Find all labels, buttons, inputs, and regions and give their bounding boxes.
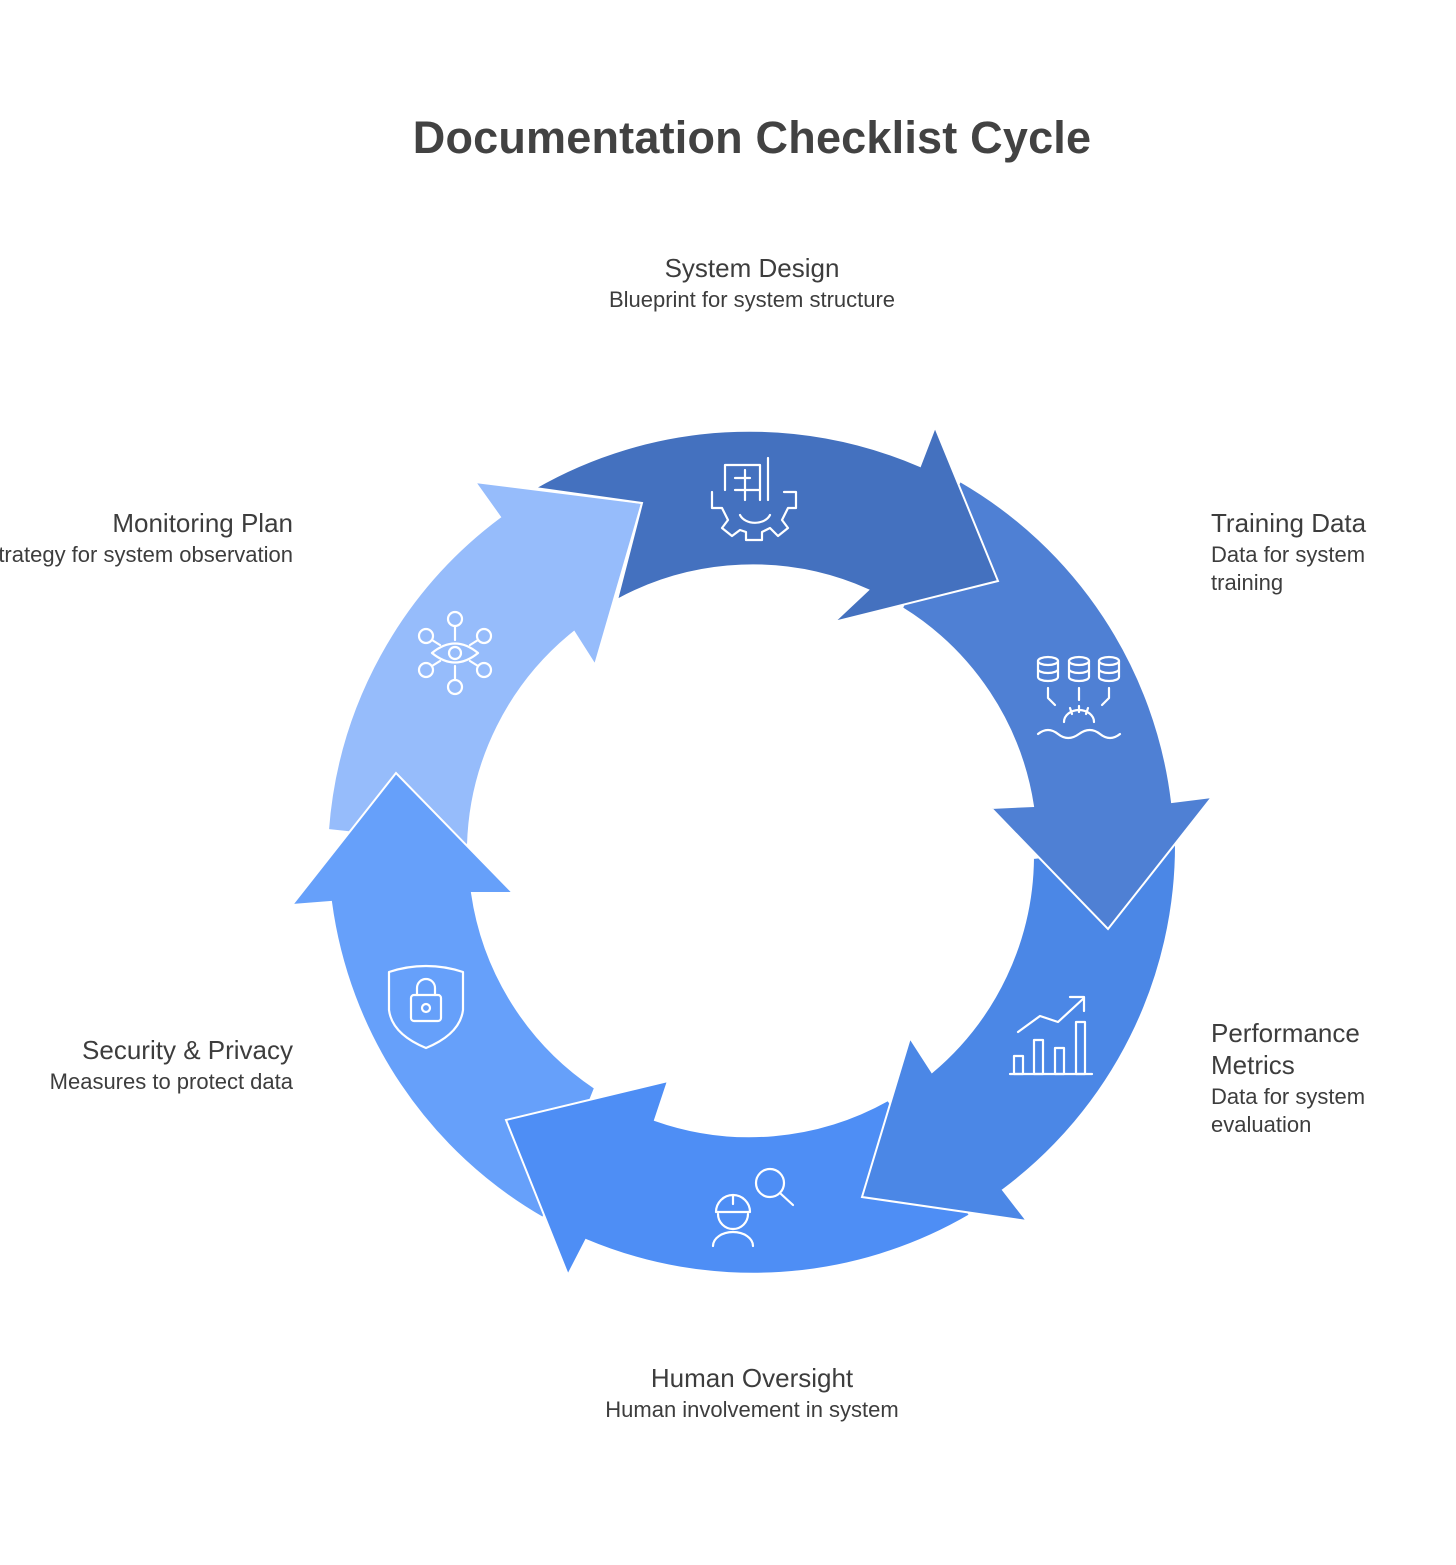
database-funnel-icon [1036, 655, 1122, 740]
segment-system-design [531, 424, 1000, 624]
step-heading: Human Oversight [650, 1363, 854, 1393]
step-heading: Security & Privacy [82, 1035, 293, 1065]
segment-human-oversight [504, 1079, 972, 1278]
step-description: Strategy for system observation [0, 542, 293, 567]
diagram-title: Documentation Checklist Cycle [412, 112, 1092, 163]
step-heading: Performance Metrics [1211, 1018, 1360, 1080]
step-description: Measures to protect data [49, 1069, 293, 1094]
step-human-oversight: Human Oversight Human involvement in sys… [587, 1362, 917, 1424]
segment-training-data [900, 479, 1215, 931]
gear-blueprint-icon [710, 456, 798, 542]
step-description: Human involvement in system [605, 1397, 899, 1422]
shield-lock-icon [387, 964, 465, 1050]
segment-security-privacy [289, 771, 597, 1220]
step-description: Data for system evaluation [1211, 1084, 1366, 1137]
step-heading: Monitoring Plan [112, 508, 293, 538]
step-security-privacy: Security & Privacy Measures to protect d… [0, 1034, 293, 1096]
step-heading: System Design [664, 253, 840, 283]
step-description: Blueprint for system structure [608, 287, 896, 312]
step-performance-metrics: Performance Metrics Data for system eval… [1211, 1017, 1431, 1139]
person-search-icon [711, 1167, 795, 1248]
step-monitoring-plan: Monitoring Plan Strategy for system obse… [0, 507, 293, 569]
step-training-data: Training Data Data for system training [1211, 507, 1431, 597]
bar-chart-trend-icon [1008, 995, 1094, 1076]
step-description: Data for system training [1211, 542, 1366, 595]
network-eye-icon [417, 610, 493, 696]
step-system-design: System Design Blueprint for system struc… [587, 252, 917, 314]
step-heading: Training Data [1211, 508, 1367, 538]
